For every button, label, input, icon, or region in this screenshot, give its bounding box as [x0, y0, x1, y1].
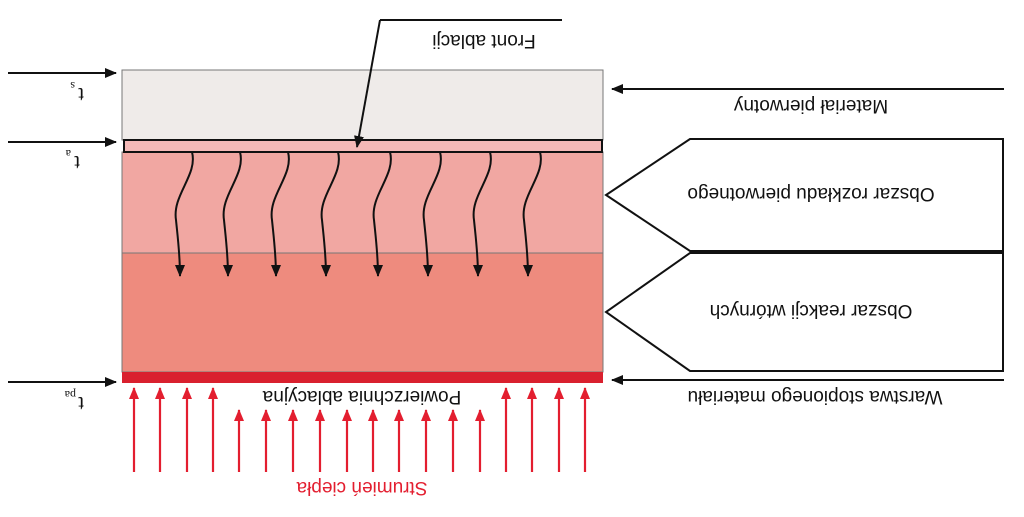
- primary-material-label: Materiał pierwotny: [733, 95, 888, 116]
- t-a-label: t: [74, 151, 80, 175]
- decomposition-zone-callout: [604, 138, 1004, 252]
- flow-arrow: [522, 151, 542, 277]
- decomposition-zone-label: Obszar rozkładu pierwotnego: [687, 183, 934, 204]
- front-label: Front ablacji: [432, 30, 536, 51]
- melted-layer-label: Warstwa stopionego materiału: [688, 386, 943, 407]
- secondary-reactions-layer: [121, 252, 604, 373]
- ablative-surface-label: Powierzchnia ablacyjna: [262, 386, 461, 407]
- front-leader-arrow: [354, 19, 381, 148]
- primary-material-layer: [121, 69, 604, 141]
- ablation-front-band: [123, 139, 603, 153]
- flow-arrow: [372, 151, 392, 277]
- t-a-subscript: a: [65, 147, 71, 161]
- heat-flux-arrows: [129, 387, 590, 472]
- t-pa-subscript: pa: [64, 388, 76, 402]
- secondary-reactions-callout: [604, 252, 1004, 372]
- decomposition-zone-layer: [121, 151, 604, 254]
- t-s-subscript: s: [70, 79, 75, 93]
- heat-flux-label: Strumień ciepła: [296, 477, 427, 498]
- decomposition-flow-arrows: [174, 151, 542, 277]
- flow-arrow: [422, 151, 442, 277]
- t-pa-label: t: [78, 392, 84, 416]
- flow-arrow: [174, 151, 194, 277]
- flow-arrow: [222, 151, 242, 277]
- melted-layer-band: [122, 372, 603, 383]
- flow-arrow: [472, 151, 492, 277]
- secondary-reactions-label: Obszar reakcji wtórnych: [710, 300, 913, 321]
- t-s-label: t: [78, 83, 84, 107]
- flow-arrow: [320, 151, 340, 277]
- flow-arrow: [270, 151, 290, 277]
